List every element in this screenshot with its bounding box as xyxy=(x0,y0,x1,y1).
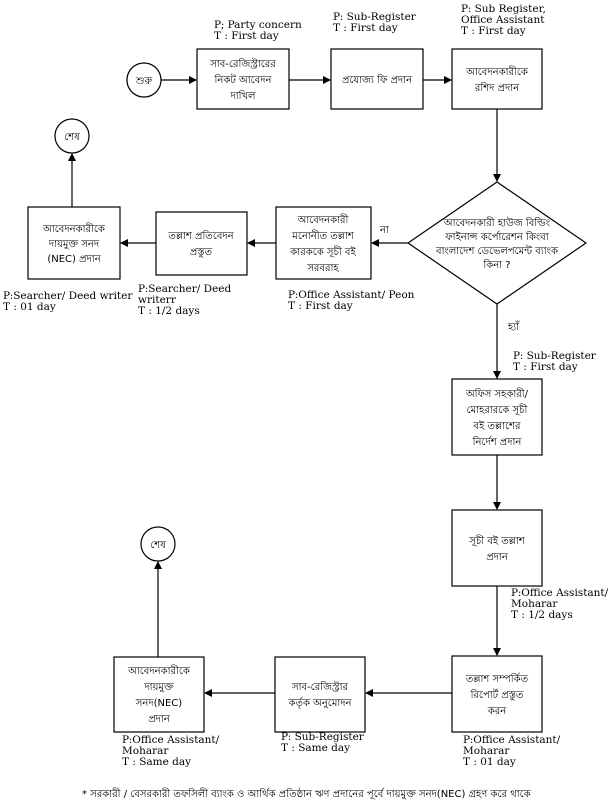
give-receipt-text: আবেদনকারীকেরশিদ প্রদান xyxy=(465,65,529,94)
decision-diamond: আবেদনকারী হাউজ বিল্ডিংফাইনান্স কর্পোরেশন… xyxy=(406,181,588,305)
end-node-bottom: শেষ xyxy=(140,526,176,562)
edge-label-no: না xyxy=(379,225,390,236)
end-label-bottom: শেষ xyxy=(150,540,166,551)
give-receipt-box: আবেদনকারীকেরশিদ প্রদান xyxy=(451,48,543,110)
start-node: শুরু xyxy=(126,62,162,98)
footnote: * সরকারী / বেসরকারী তফসিলী ব্যাংক ও আর্থ… xyxy=(82,787,532,800)
end-node-top: শেষ xyxy=(54,118,90,154)
connectors xyxy=(68,76,501,697)
start-label: শুরু xyxy=(135,76,153,87)
issue-nec-text-top: আবেদনকারীকেদায়মুক্ত সনদ(NEC) প্রদান xyxy=(42,222,106,265)
edge-label-yes: হ্যাঁ xyxy=(507,320,520,333)
pay-fee-text: প্রযোজ্য ফি প্রদান xyxy=(342,74,413,86)
decision-text: আবেদনকারী হাউজ বিল্ডিংফাইনান্স কর্পোরেশন… xyxy=(435,216,559,271)
end-label-top: শেষ xyxy=(64,132,80,143)
pay-fee-box: প্রযোজ্য ফি প্রদান xyxy=(330,48,424,110)
issue-nec-box-top: আবেদনকারীকেদায়মুক্ত সনদ(NEC) প্রদান xyxy=(27,206,121,280)
